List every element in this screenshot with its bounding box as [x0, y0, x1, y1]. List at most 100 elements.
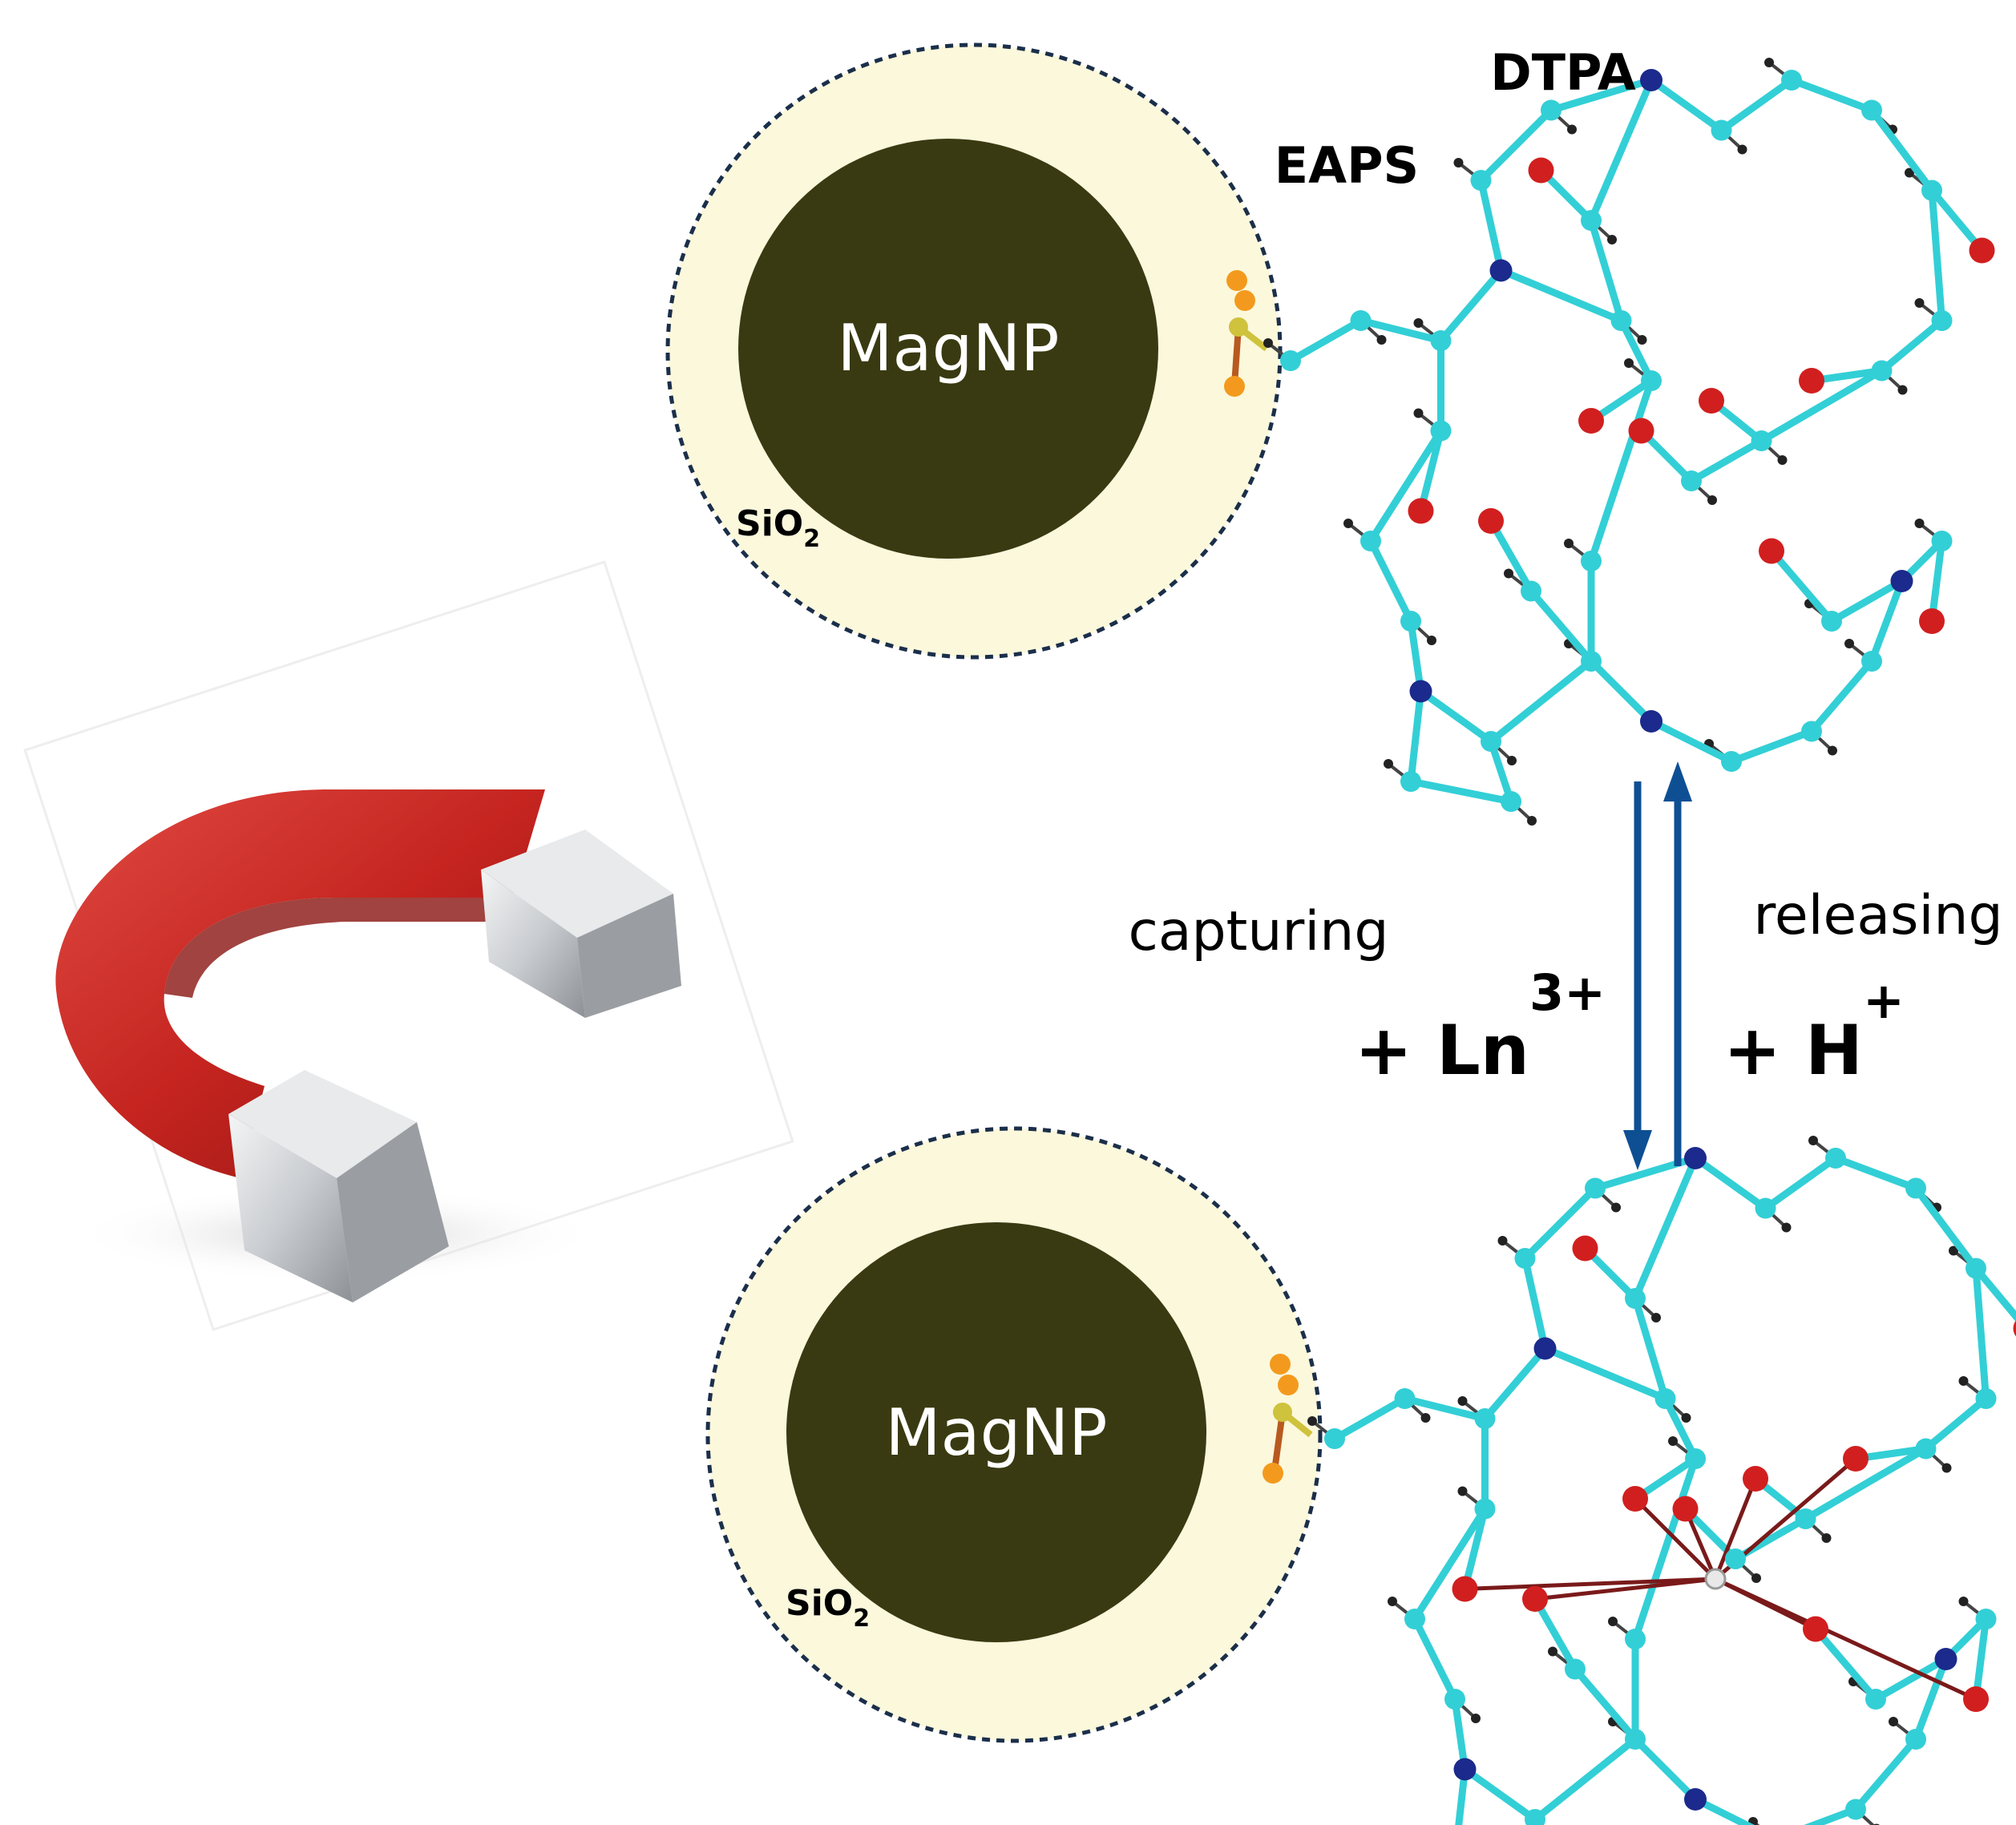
carbon-atom — [1400, 771, 1421, 792]
molecule-bond — [1587, 216, 1625, 325]
hydrogen-atom — [1914, 298, 1925, 308]
hydrogen-atom — [1637, 335, 1647, 345]
carbon-atom — [1845, 1799, 1866, 1820]
carbon-atom — [1905, 1177, 1926, 1199]
hydrogen-atom — [1707, 495, 1717, 505]
carbon-atom — [1324, 1428, 1345, 1449]
hydrogen-atom — [1781, 1222, 1792, 1233]
molecule-bond — [1852, 1735, 1920, 1813]
molecule-bond — [1802, 1445, 1929, 1523]
molecule-bond — [1928, 537, 1945, 625]
hydrogen-atom — [1624, 358, 1634, 368]
molecule-bond — [1828, 577, 1905, 625]
carbon-atom — [1905, 1729, 1926, 1750]
molecule-bond — [1411, 1505, 1489, 1623]
carbon-atom — [1861, 651, 1882, 672]
carbon-atom — [1654, 1388, 1676, 1409]
magnet-inner-shade — [164, 898, 521, 998]
oxygen-atom — [1572, 1235, 1598, 1262]
dtpa-ln-complex-bottom — [1307, 1136, 2016, 1825]
molecule-bond — [1631, 1455, 1699, 1643]
molecule-bond — [1407, 777, 1515, 806]
carbon-atom — [1360, 531, 1381, 551]
hydrogen-atom — [1427, 636, 1436, 645]
carbon-atom — [1581, 651, 1602, 672]
molecule-bond — [1367, 537, 1415, 625]
releasing-label: releasing — [1753, 884, 2002, 947]
carbon-atom — [1444, 1689, 1465, 1710]
nitrogen-atom — [1409, 680, 1432, 703]
magnet-body — [55, 789, 545, 1178]
molecule-bond — [1631, 1294, 1669, 1403]
eaps-anchor-bottom — [1263, 1354, 1313, 1484]
molecule-bond — [1407, 688, 1424, 785]
oxygen-atom — [1699, 388, 1724, 414]
hydrogen-atom — [1384, 759, 1393, 769]
hydrogen-atom — [1471, 1714, 1481, 1723]
hydrogen-atom — [1413, 408, 1424, 418]
carbon-atom — [1581, 210, 1602, 231]
molecule-bond — [1417, 688, 1495, 745]
molecule-bond — [1618, 317, 1655, 385]
oxygen-atom — [1452, 1576, 1478, 1602]
molecule-bond — [1287, 317, 1364, 365]
hydrogen-atom — [1949, 1246, 1958, 1256]
hydrogen-atom — [1527, 816, 1537, 826]
molecule-bond — [1401, 1395, 1489, 1423]
hydrogen-atom — [1821, 1533, 1832, 1543]
molecule-bond — [1357, 317, 1444, 345]
hydrogen-atom — [1343, 519, 1353, 528]
oxygen-atom — [1919, 608, 1945, 634]
molecule-bond — [1461, 1766, 1539, 1823]
molecule-bond — [1928, 187, 1945, 325]
carbon-atom — [1394, 1388, 1416, 1409]
carbon-atom — [1625, 1288, 1646, 1309]
hydrogen-atom — [1453, 158, 1464, 168]
hydrogen-atom — [1608, 1617, 1618, 1626]
molecule-bond — [1928, 187, 1986, 254]
molecule-bond — [1804, 1806, 1860, 1825]
carbon-atom — [1404, 1609, 1425, 1629]
dtpa-label: DTPA — [1490, 43, 1636, 102]
carbon-atom — [1581, 551, 1602, 571]
oxygen-atom — [1622, 1486, 1648, 1512]
nitrogen-atom — [1684, 1147, 1707, 1169]
oxygen-atom — [1969, 237, 1995, 264]
molecule-bond — [1872, 1655, 1949, 1703]
coordination-bond — [1713, 1478, 1758, 1580]
nitrogen-atom — [1640, 710, 1662, 733]
carbon-atom — [1585, 1177, 1606, 1199]
molecule-bond — [1868, 107, 1936, 194]
carbon-atom — [1525, 1809, 1545, 1825]
molecule-bond — [1571, 1666, 1639, 1743]
hydrogen-atom — [1777, 455, 1788, 465]
molecule-bond — [1477, 176, 1505, 274]
hydrogen-atom — [1607, 235, 1617, 244]
oxygen-atom — [1672, 1496, 1699, 1522]
magnetic-core-top — [738, 139, 1158, 559]
hydrogen-atom — [1564, 539, 1574, 548]
molecule-bond — [1487, 737, 1515, 806]
oxygen-atom — [1408, 498, 1434, 524]
coordination-bond — [1714, 1577, 1817, 1631]
oxygen-atom — [1478, 508, 1504, 534]
lanthanide-ion-label: + Ln3+ — [1355, 963, 1606, 1091]
carbon-atom — [1400, 611, 1421, 632]
hydrogen-atom — [1457, 1396, 1468, 1406]
molecule-bond — [1331, 1395, 1408, 1443]
oxygen-atom — [1803, 1616, 1828, 1642]
molecule-bond — [1647, 717, 1735, 765]
carbon-atom — [1795, 1508, 1816, 1529]
hydrogen-atom — [1497, 1236, 1508, 1246]
carbon-atom — [1931, 310, 1953, 331]
lanthanide-ion — [1704, 1568, 1727, 1590]
carbon-atom — [1685, 1448, 1706, 1469]
hydrogen-atom — [1611, 1202, 1621, 1213]
oxygen-atom — [1963, 1686, 1989, 1712]
molecule-bond — [1631, 1154, 1699, 1302]
molecule-bond — [1587, 377, 1655, 565]
molecule-bond — [1832, 1154, 1920, 1192]
carbon-atom — [1641, 370, 1662, 391]
hydrogen-atom — [1651, 1313, 1661, 1322]
carbon-atom — [1965, 1258, 1986, 1279]
